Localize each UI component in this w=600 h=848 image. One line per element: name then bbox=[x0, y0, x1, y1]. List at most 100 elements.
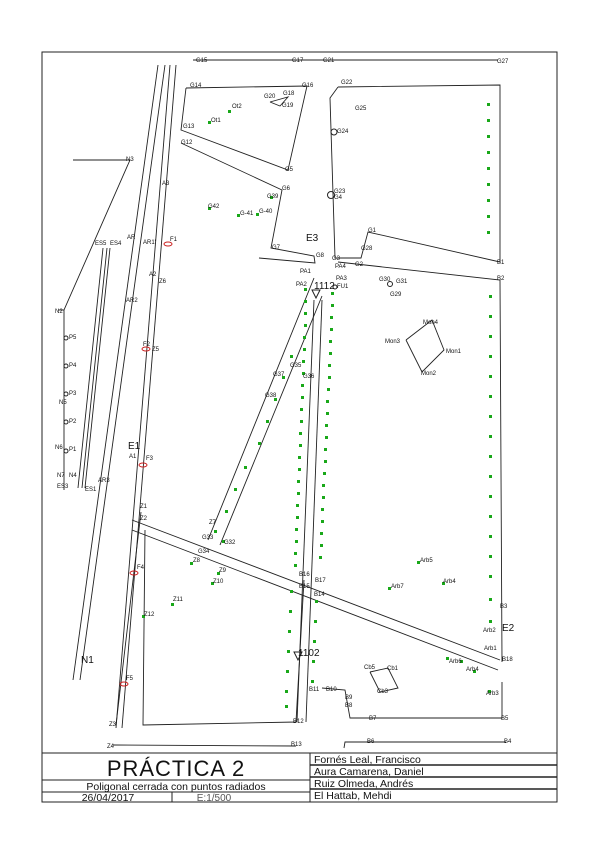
label: G18 bbox=[283, 91, 295, 97]
label: Arb3 bbox=[486, 691, 499, 697]
plan-scale: E:1/500 bbox=[197, 793, 232, 804]
label: G6 bbox=[282, 186, 291, 192]
label: B15 bbox=[299, 584, 310, 590]
label: G30 bbox=[379, 277, 391, 283]
label: B3 bbox=[500, 604, 508, 610]
author-3: Ruiz Olmeda, Andrés bbox=[314, 778, 413, 790]
label: B10 bbox=[326, 687, 337, 693]
label: Z10 bbox=[213, 579, 224, 585]
label: Z6 bbox=[159, 279, 167, 285]
label: G17 bbox=[292, 58, 304, 64]
label: N3 bbox=[126, 157, 134, 163]
label: AR3 bbox=[98, 478, 110, 484]
label: G38 bbox=[265, 393, 277, 399]
label: G1 bbox=[368, 228, 377, 234]
label: A3 bbox=[162, 181, 170, 187]
label: ES1 bbox=[85, 487, 97, 493]
station-e3: E3 bbox=[306, 233, 319, 244]
label: B6 bbox=[367, 739, 375, 745]
label: G8 bbox=[316, 253, 325, 259]
label: B18 bbox=[502, 657, 513, 663]
circle-markers bbox=[63, 128, 393, 454]
label: Ot2 bbox=[232, 104, 242, 110]
author-4: El Hattab, Mehdi bbox=[314, 790, 392, 802]
label: G27 bbox=[497, 59, 509, 65]
station-1112: 1112 bbox=[314, 281, 335, 292]
label: P3 bbox=[69, 391, 77, 397]
label: G35 bbox=[290, 363, 302, 369]
label: B7 bbox=[369, 716, 377, 722]
radiated-points bbox=[142, 103, 492, 708]
label: G16 bbox=[302, 83, 314, 89]
label: P4 bbox=[69, 363, 77, 369]
label: B14 bbox=[314, 592, 325, 598]
label: G42 bbox=[208, 204, 220, 210]
label: P1 bbox=[69, 447, 77, 453]
label: G36 bbox=[303, 374, 315, 380]
plan-title: PRÁCTICA 2 bbox=[107, 756, 245, 781]
label: G7 bbox=[272, 245, 281, 251]
label: PA4 bbox=[335, 264, 347, 270]
label: Z8 bbox=[193, 558, 201, 564]
label: G31 bbox=[396, 279, 408, 285]
label: F5 bbox=[126, 676, 134, 682]
station-1102: 1102 bbox=[298, 648, 320, 659]
label: G39 bbox=[267, 194, 279, 200]
label: G3 bbox=[332, 256, 341, 262]
label: Arb7 bbox=[391, 584, 404, 590]
station-e2: E2 bbox=[502, 623, 515, 634]
label: B9 bbox=[345, 695, 353, 701]
label: AR bbox=[127, 235, 136, 241]
label: Cb3 bbox=[377, 689, 389, 695]
label: B4 bbox=[504, 739, 512, 745]
label: G19 bbox=[282, 103, 294, 109]
label: Z5 bbox=[152, 347, 160, 353]
label: Arb1 bbox=[484, 646, 497, 652]
label: F3 bbox=[146, 456, 154, 462]
label: B11 bbox=[309, 687, 320, 693]
label: B5 bbox=[501, 716, 509, 722]
label: F4 bbox=[137, 565, 145, 571]
label: B16 bbox=[299, 572, 310, 578]
label: P5 bbox=[69, 335, 77, 341]
label: Z1 bbox=[140, 504, 148, 510]
label: A2 bbox=[149, 272, 157, 278]
label: G12 bbox=[181, 140, 193, 146]
rail-tracks bbox=[72, 64, 177, 729]
label: G21 bbox=[323, 58, 335, 64]
label: G14 bbox=[190, 83, 202, 89]
label: PA1 bbox=[300, 269, 312, 275]
label: F2 bbox=[143, 342, 151, 348]
label: G-41 bbox=[240, 211, 254, 217]
label: G24 bbox=[337, 129, 349, 135]
label: N7 bbox=[57, 473, 65, 479]
plan-subtitle: Poligonal cerrada con puntos radiados bbox=[86, 781, 265, 793]
label: Mon3 bbox=[385, 339, 401, 345]
label: Mon2 bbox=[421, 371, 437, 377]
label: Z11 bbox=[173, 597, 184, 603]
station-triangles bbox=[293, 289, 321, 662]
label: G37 bbox=[273, 372, 285, 378]
label: Cb5 bbox=[364, 665, 376, 671]
label: G20 bbox=[264, 94, 276, 100]
label: G4 bbox=[334, 195, 343, 201]
label: Z2 bbox=[140, 516, 148, 522]
label: Arb4 bbox=[443, 579, 456, 585]
label: Z4 bbox=[107, 744, 115, 750]
survey-outlines bbox=[58, 59, 506, 749]
label: N4 bbox=[69, 473, 77, 479]
label: Mon4 bbox=[423, 320, 439, 326]
markers bbox=[119, 241, 173, 687]
label: PA3 bbox=[336, 276, 348, 282]
label: AR1' bbox=[143, 240, 156, 246]
label: B13 bbox=[291, 742, 302, 748]
label: G29 bbox=[390, 292, 402, 298]
label: G15 bbox=[196, 58, 208, 64]
label: G-40 bbox=[259, 209, 273, 215]
label: Z7 bbox=[209, 520, 217, 526]
label: G33 bbox=[202, 535, 214, 541]
label: B1 bbox=[497, 260, 505, 266]
label: PA2 bbox=[296, 282, 308, 288]
label: G32 bbox=[224, 540, 236, 546]
